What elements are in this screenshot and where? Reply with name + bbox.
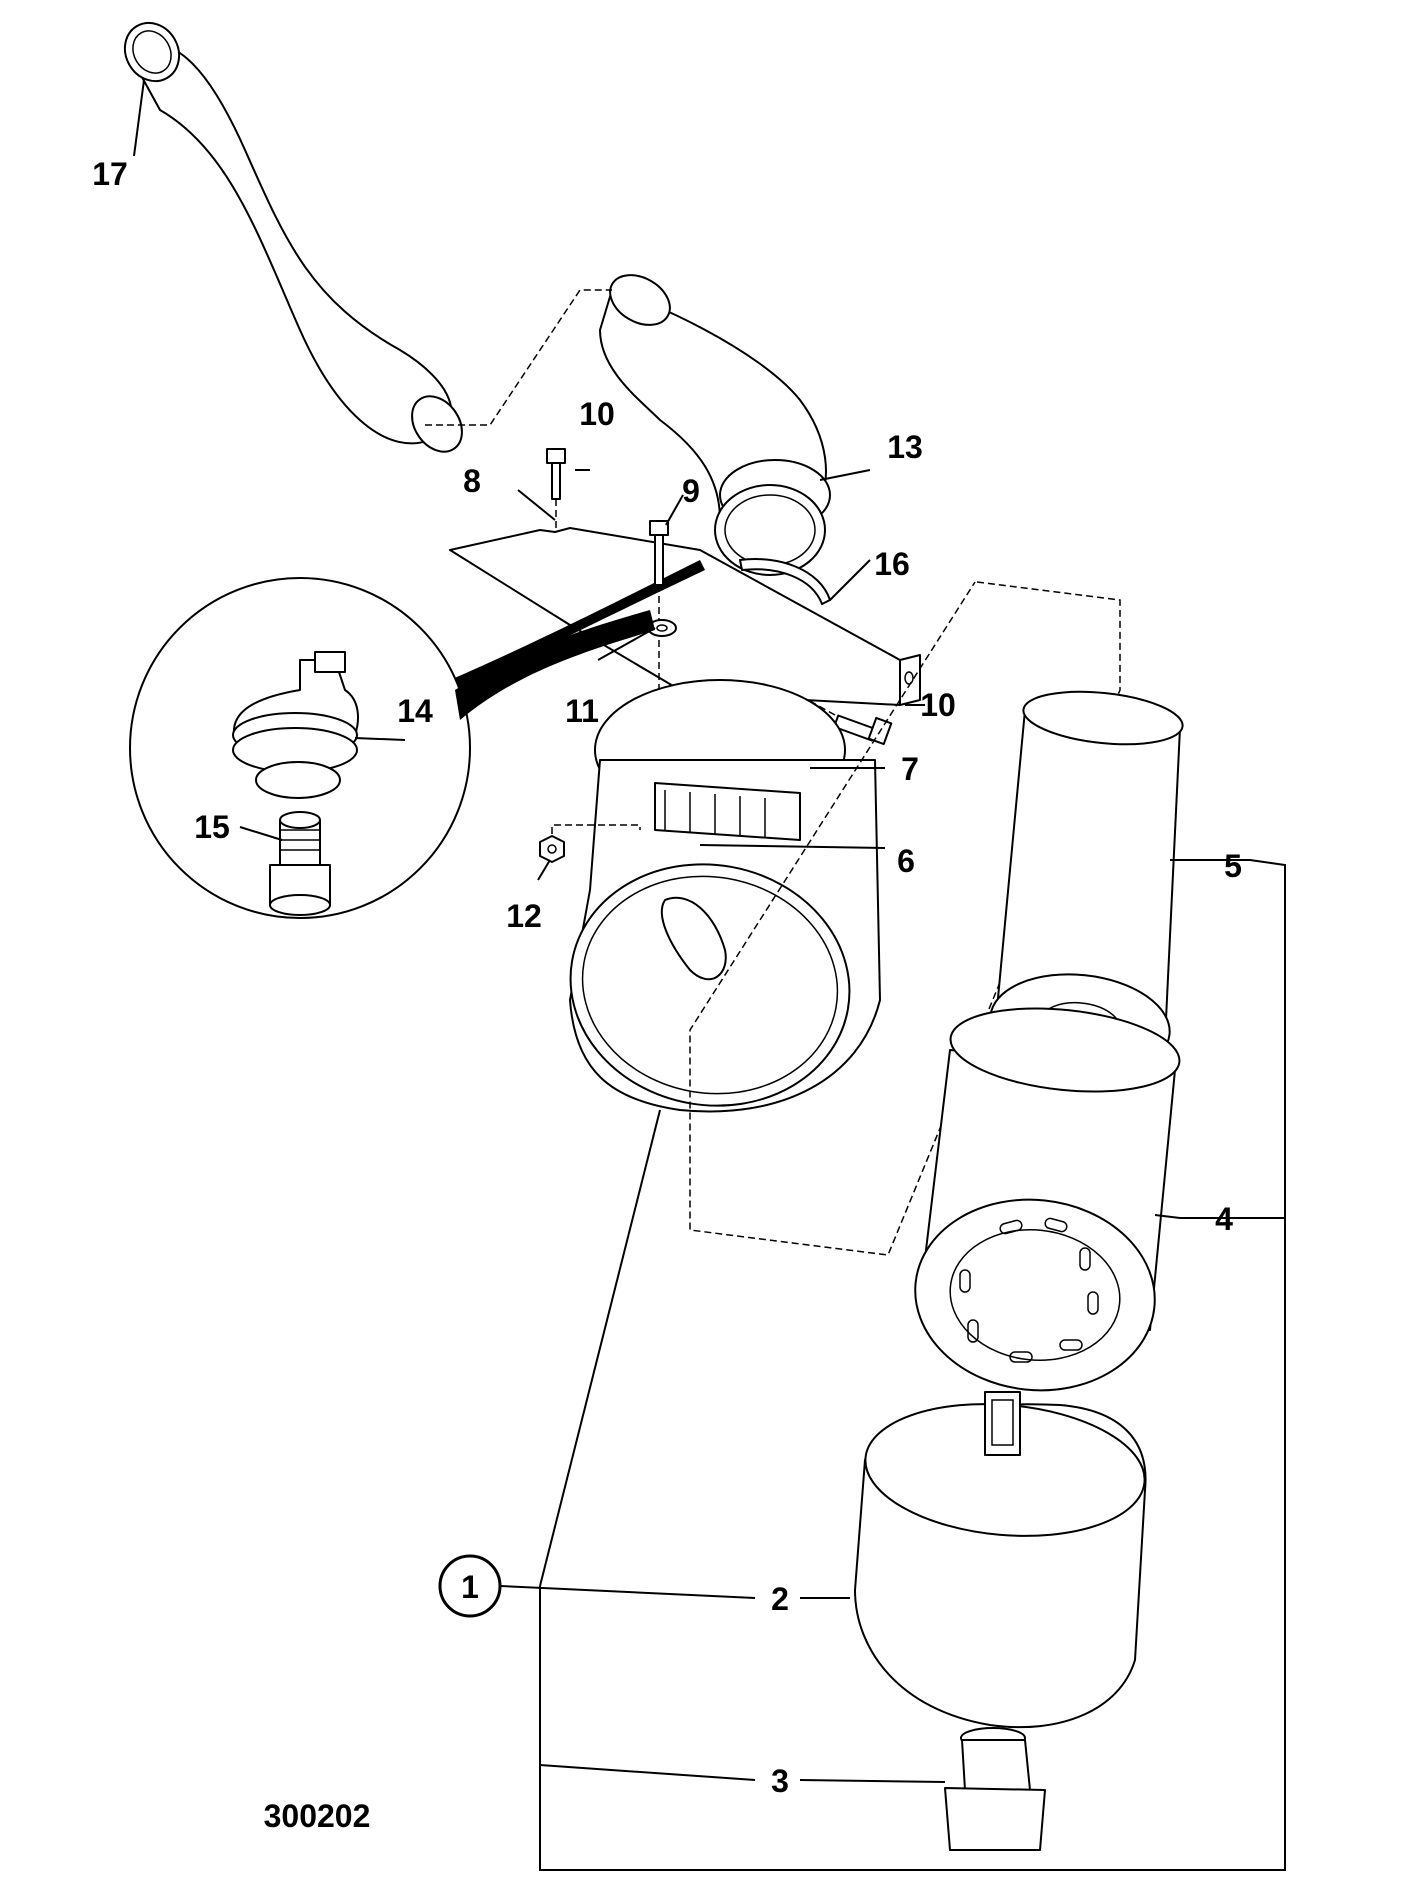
callout-17: 17 xyxy=(92,156,128,192)
callout-10-lower: 10 xyxy=(920,687,956,723)
callout-14: 14 xyxy=(397,693,433,729)
detail-inset xyxy=(129,577,655,919)
dust-valve-3 xyxy=(944,1727,1046,1851)
callout-6: 6 xyxy=(897,843,915,879)
bolt-9 xyxy=(649,520,669,625)
fitting-15 xyxy=(269,811,331,916)
clamp-16 xyxy=(739,558,831,605)
callout-2: 2 xyxy=(771,1581,789,1617)
cover-bowl-2 xyxy=(854,1391,1147,1729)
filter-housing-6 xyxy=(569,679,881,1113)
outer-filter-element-4 xyxy=(914,1007,1181,1392)
assembly-callout-1: 1 xyxy=(438,1554,502,1618)
valve-14 xyxy=(232,651,359,799)
callout-8: 8 xyxy=(463,463,481,499)
callout-10-upper: 10 xyxy=(579,396,615,432)
leader-lines xyxy=(133,79,1286,1871)
washer-11 xyxy=(647,619,677,637)
intake-hose-17 xyxy=(123,21,463,453)
bracket-plate-8 xyxy=(449,527,921,716)
callout-1: 1 xyxy=(461,1569,479,1605)
callout-5: 5 xyxy=(1224,848,1242,884)
callout-11: 11 xyxy=(565,693,599,729)
callout-3: 3 xyxy=(771,1763,789,1799)
callout-12: 12 xyxy=(506,898,542,934)
callout-16: 16 xyxy=(874,546,910,582)
callout-13: 13 xyxy=(887,429,923,465)
callout-7: 7 xyxy=(901,751,919,787)
nut-12 xyxy=(539,824,641,863)
callout-15: 15 xyxy=(194,809,230,845)
callout-9: 9 xyxy=(682,473,700,509)
bolt-10-upper xyxy=(546,448,566,530)
callout-4: 4 xyxy=(1215,1201,1233,1237)
elbow-hose-13 xyxy=(599,274,831,576)
diagram-reference-number: 300202 xyxy=(264,1798,371,1834)
